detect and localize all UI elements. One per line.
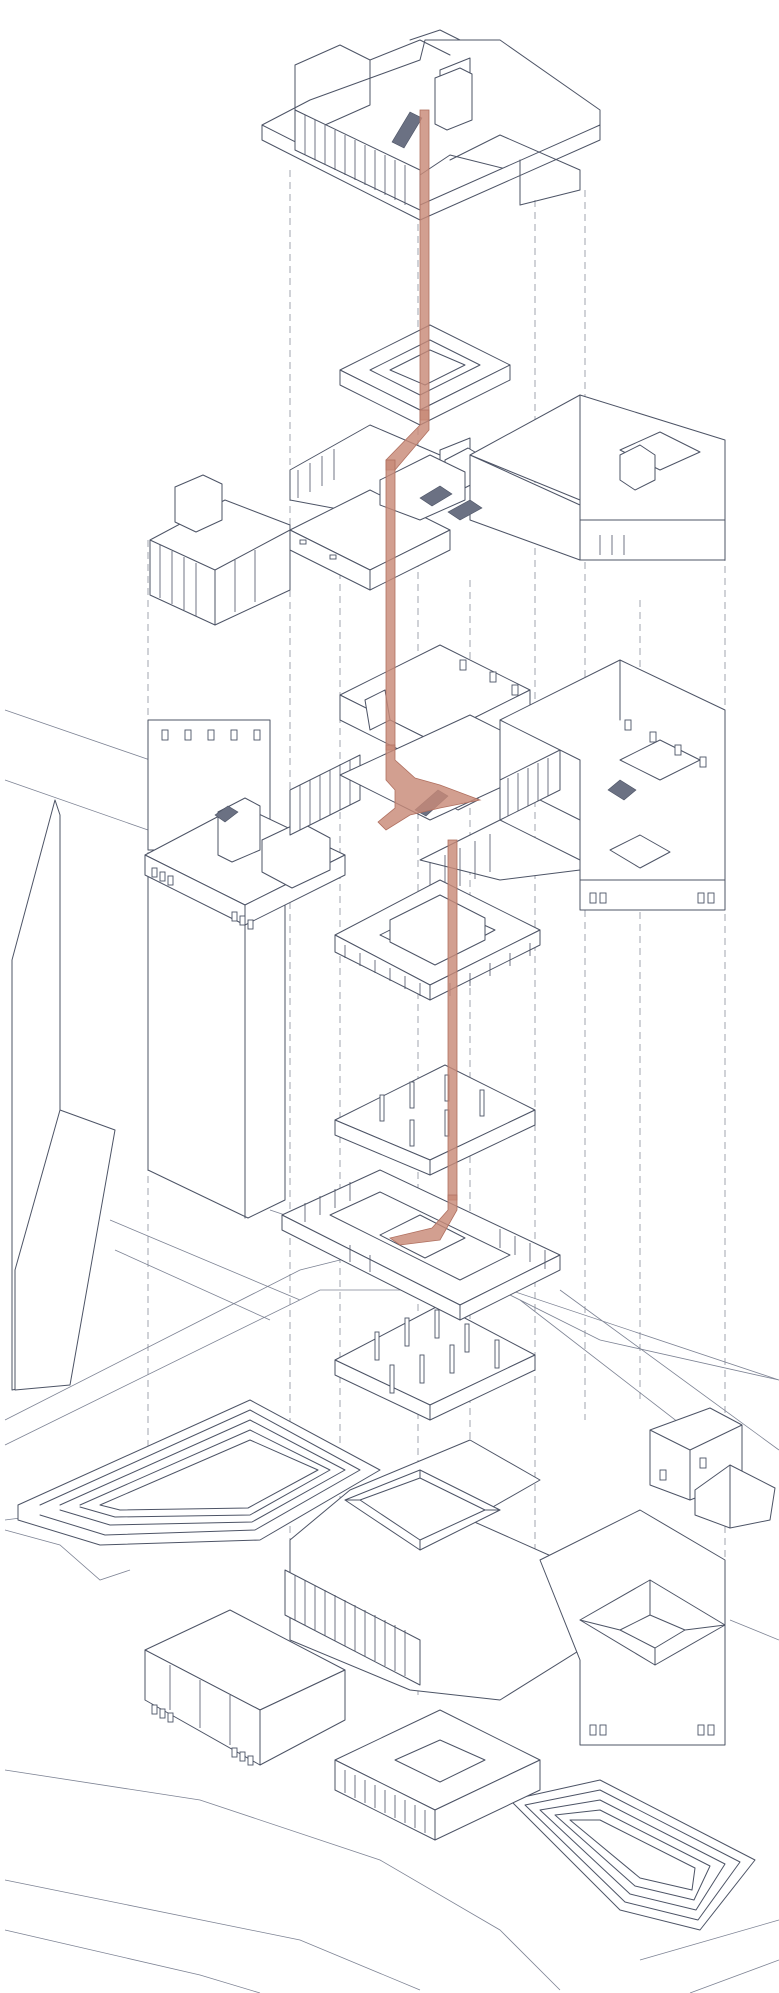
path-shaft-upper xyxy=(385,459,396,751)
path-stair-lower xyxy=(389,1194,458,1246)
circulation-path xyxy=(377,109,482,1246)
path-shaft-lower xyxy=(447,839,458,1201)
path-stair-middle xyxy=(377,744,482,831)
path-shaft-top xyxy=(419,109,430,421)
upper-floor-layer xyxy=(149,324,726,626)
top-floor-layer xyxy=(261,29,601,221)
middle-floor-layer xyxy=(144,644,726,1219)
